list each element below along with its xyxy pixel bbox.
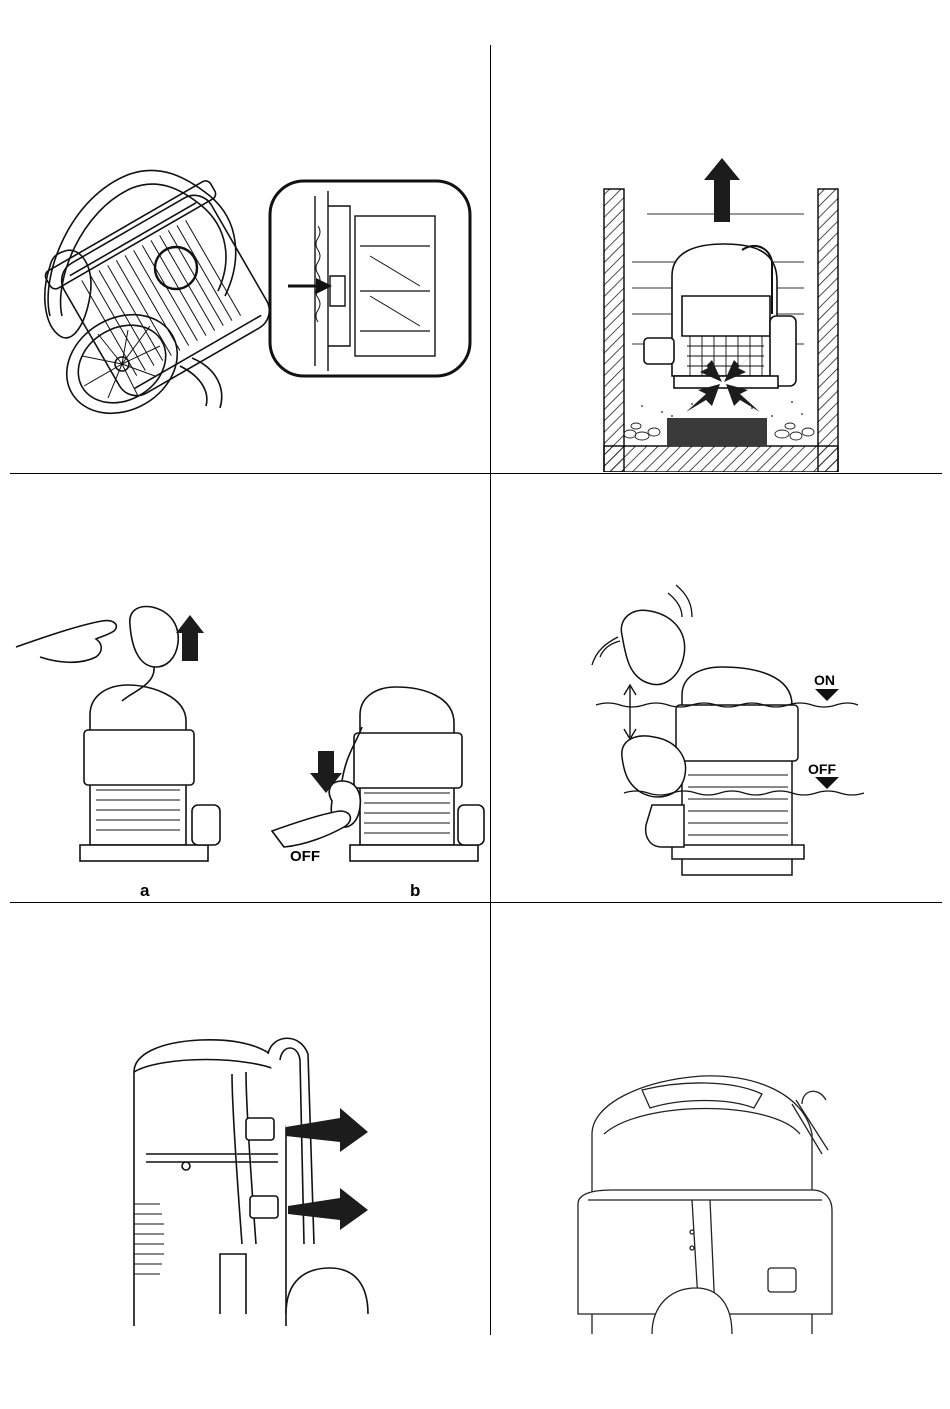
- label-off-b: OFF: [290, 848, 320, 865]
- panel-switch-levels: ON OFF: [492, 475, 940, 901]
- label-a: a: [140, 881, 149, 901]
- panel-pump-front: [492, 904, 940, 1334]
- cable-clips-drawing: [10, 904, 488, 1334]
- pump-tilted-drawing: [10, 46, 488, 472]
- float-switch-drawing: [10, 475, 488, 901]
- panel-pump-in-shaft: [492, 46, 940, 472]
- label-on: ON: [814, 672, 835, 688]
- switch-levels-drawing: [492, 475, 940, 901]
- label-off: OFF: [808, 761, 836, 777]
- divider-vertical: [490, 45, 491, 1335]
- panel-cable-clips: [10, 904, 488, 1334]
- divider-horizontal-2: [10, 902, 942, 903]
- pump-front-drawing: [492, 904, 940, 1334]
- label-b: b: [410, 881, 420, 901]
- panel-pump-inlet-detail: [10, 46, 488, 472]
- divider-horizontal-1: [10, 473, 942, 474]
- panel-float-switch-ab: a b OFF: [10, 475, 488, 901]
- shaft-installation-drawing: [492, 46, 940, 472]
